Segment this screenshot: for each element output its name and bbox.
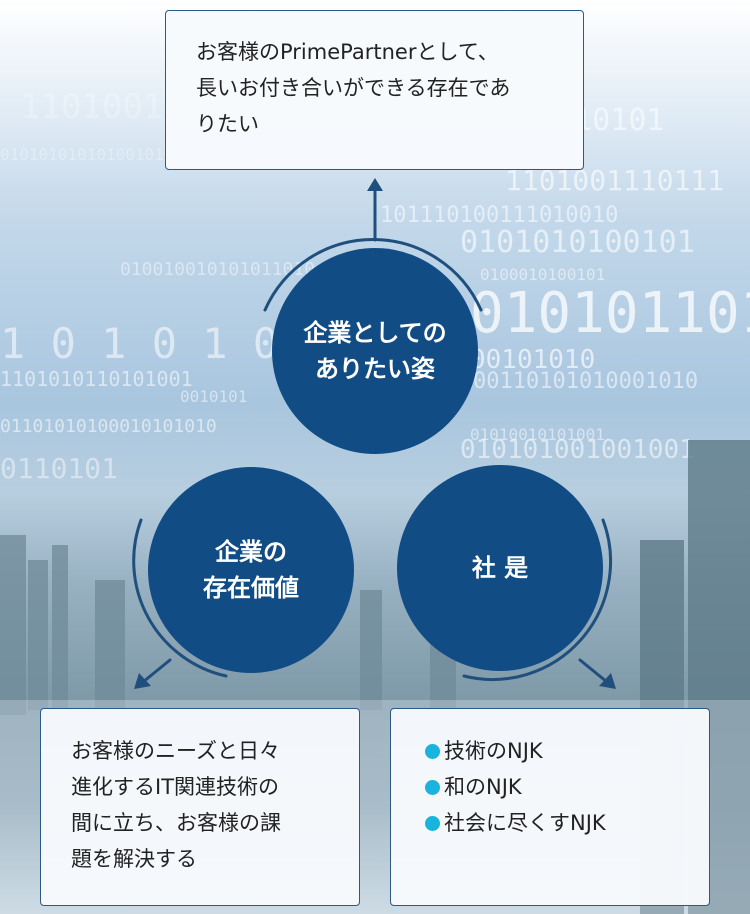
svg-text:1101010110101001: 1101010110101001 (0, 367, 193, 391)
value-line-1: お客様のニーズと日々 (71, 739, 280, 763)
svg-text:0100010100101: 0100010100101 (480, 265, 605, 284)
motto-item-label: 技術のNJK (444, 739, 543, 763)
svg-text:00101010: 00101010 (470, 345, 595, 375)
value-box: お客様のニーズと日々 進化するIT関連技術の 間に立ち、お客様の課 題を解決する (40, 708, 360, 906)
bullet-dot-icon (425, 743, 440, 759)
circle-company-motto: 社 是 (397, 465, 603, 671)
svg-text:101110100111010010: 101110100111010010 (380, 203, 618, 228)
aspiration-line-1: お客様のPrimePartnerとして、 (196, 40, 499, 64)
arrow-right-line (578, 658, 609, 684)
aspiration-box: お客様のPrimePartnerとして、 長いお付き合いができる存在であ りたい (165, 10, 584, 170)
svg-text:0101010101010010101010: 0101010101010010101010 (0, 145, 212, 164)
circle-value-line-1: 企業の (215, 538, 287, 566)
motto-item: 和のNJK (425, 769, 689, 805)
arc-top (263, 238, 483, 312)
bullet-dot-icon (425, 779, 440, 795)
arrow-up-icon (367, 178, 383, 191)
value-line-4: 題を解決する (71, 847, 197, 871)
circle-ideal-line-1: 企業としての (303, 319, 447, 347)
arrow-down-right-icon (599, 673, 616, 689)
svg-text:010101101: 010101101 (470, 281, 750, 346)
svg-text:0110101: 0110101 (0, 452, 118, 485)
svg-text:010101001001001: 010101001001001 (460, 435, 695, 465)
aspiration-line-3: りたい (196, 112, 259, 136)
arrow-down-left-icon (134, 673, 151, 689)
svg-text:0010101: 0010101 (180, 387, 247, 406)
motto-box: 技術のNJK 和のNJK 社会に尽くすNJK (390, 708, 710, 906)
motto-item-label: 社会に尽くすNJK (444, 811, 606, 835)
svg-text:01010010101001: 01010010101001 (470, 425, 605, 444)
arc-left (132, 518, 228, 678)
arc-right (462, 518, 613, 681)
circle-motto-label: 社 是 (471, 554, 529, 582)
circle-value-line-2: 存在価値 (203, 574, 299, 602)
circle-company-value: 企業の 存在価値 (148, 467, 354, 673)
bullet-dot-icon (425, 815, 440, 831)
svg-text:010010010101011010: 010010010101011010 (120, 259, 315, 280)
svg-text:01101010100010101010: 01101010100010101010 (0, 416, 217, 437)
circle-ideal-line-2: ありたい姿 (315, 355, 435, 383)
svg-text:0101010100101: 0101010100101 (460, 225, 695, 260)
value-line-2: 進化するIT関連技術の (71, 775, 280, 799)
aspiration-line-2: 長いお付き合いができる存在であ (196, 76, 511, 100)
arrow-left-line (141, 658, 172, 684)
value-line-3: 間に立ち、お客様の課 (71, 811, 281, 835)
motto-item: 社会に尽くすNJK (425, 805, 689, 841)
motto-item: 技術のNJK (425, 733, 689, 769)
circle-ideal-company: 企業としての ありたい姿 (272, 248, 478, 454)
motto-item-label: 和のNJK (444, 775, 522, 799)
